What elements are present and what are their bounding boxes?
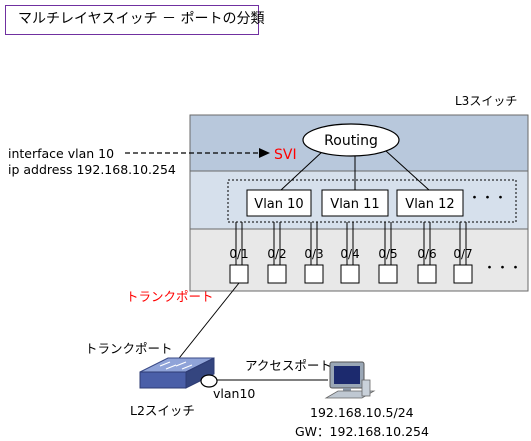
- port-0-5: 0/5: [378, 247, 398, 284]
- port-0-1: 0/1: [229, 247, 249, 284]
- routing-link-vlan10: [280, 150, 324, 191]
- access-port-label: アクセスポート: [245, 358, 332, 373]
- svg-text:0/3: 0/3: [304, 247, 323, 261]
- svg-text:0/6: 0/6: [417, 247, 436, 261]
- vlan-label-12: Vlan 12: [405, 197, 454, 212]
- port-ellipsis: ・・・: [483, 261, 522, 276]
- svi-label: SVI: [274, 147, 297, 163]
- vlan-ellipsis: ・・・: [468, 191, 507, 206]
- l2-switch-icon: [139, 357, 215, 389]
- access-port-marker: [200, 374, 218, 388]
- svi-group-box: [227, 179, 517, 223]
- svg-text:0/2: 0/2: [267, 247, 286, 261]
- port-0-3: 0/3: [304, 247, 324, 284]
- port-0-7: 0/7: [453, 247, 473, 284]
- svg-text:0/4: 0/4: [340, 247, 359, 261]
- svi-arrow-head: [259, 148, 270, 158]
- pc-gateway-label: GW：192.168.10.254: [295, 424, 429, 439]
- port-0-4: 0/4: [340, 247, 360, 284]
- svg-text:0/7: 0/7: [453, 247, 472, 261]
- l3-switch-label: L3スイッチ: [455, 94, 518, 108]
- trunk-port-l2-label: トランクポート: [85, 341, 173, 356]
- routing-node: [302, 123, 400, 157]
- routing-link-vlan12: [385, 150, 430, 191]
- config-line-1: interface vlan 10: [8, 146, 115, 161]
- port-0-6: 0/6: [417, 247, 437, 284]
- trunk-port-switch-label: トランクポート: [126, 289, 214, 304]
- svg-text:0/5: 0/5: [378, 247, 397, 261]
- svg-text:0/1: 0/1: [229, 247, 248, 261]
- trunk-cable: [175, 282, 240, 363]
- vlan-box-12: [396, 189, 464, 217]
- vlan-box-11: [321, 189, 389, 217]
- vlan-box-10: [246, 189, 312, 217]
- port-0-2: 0/2: [267, 247, 287, 284]
- l2-switch-label: L2スイッチ: [130, 403, 195, 418]
- diagram-title: マルチレイヤスイッチ － ポートの分類: [5, 5, 264, 35]
- pc-ip-label: 192.168.10.5/24: [310, 405, 414, 420]
- port-lines: [235, 222, 467, 265]
- l2-vlan-label: vlan10: [213, 386, 256, 401]
- vlan-label-10: Vlan 10: [254, 197, 303, 212]
- routing-label: Routing: [324, 133, 378, 149]
- pc-icon: [324, 361, 376, 399]
- vlan-label-11: Vlan 11: [330, 197, 379, 212]
- config-line-2: ip address 192.168.10.254: [8, 162, 176, 177]
